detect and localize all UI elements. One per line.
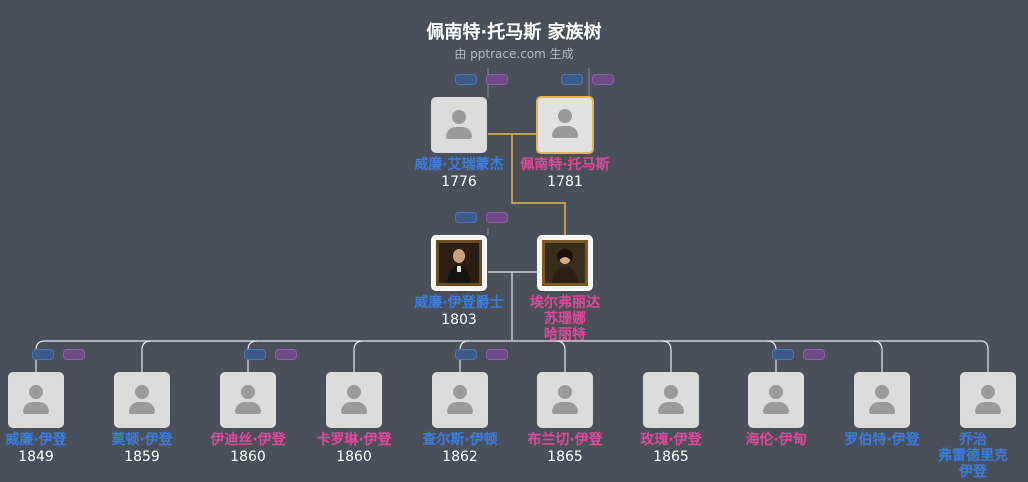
person-year: 1865 [547, 449, 583, 465]
person-name[interactable]: 威廉·艾瑞蒙杰 [414, 157, 504, 173]
person-year: 1803 [441, 312, 477, 328]
person-name[interactable]: 乔治 弗雷德里克 伊登 [938, 432, 1008, 480]
person-year: 1859 [124, 449, 160, 465]
person-card-photo[interactable] [537, 235, 593, 291]
person-card[interactable] [643, 372, 699, 428]
person-year: 1860 [336, 449, 372, 465]
person-name[interactable]: 玫瑰·伊登 [640, 432, 702, 448]
person-placeholder-icon [558, 385, 572, 399]
person-name[interactable]: 莫顿·伊登 [111, 432, 173, 448]
person-placeholder-icon [875, 385, 889, 399]
person-placeholder-icon [135, 385, 149, 399]
person-card[interactable] [114, 372, 170, 428]
male-tag-pill[interactable] [244, 349, 266, 360]
person-placeholder-icon [347, 385, 361, 399]
person-year: 1781 [547, 174, 583, 190]
person-year: 1860 [230, 449, 266, 465]
person-card[interactable] [326, 372, 382, 428]
person-placeholder-icon [452, 110, 466, 124]
person-name[interactable]: 伊迪丝·伊登 [210, 432, 286, 448]
male-tag-pill[interactable] [772, 349, 794, 360]
female-tag-pill[interactable] [486, 349, 508, 360]
person-year: 1862 [442, 449, 478, 465]
person-placeholder-icon [558, 109, 572, 123]
person-year: 1849 [18, 449, 54, 465]
female-tag-pill[interactable] [275, 349, 297, 360]
person-card[interactable] [431, 97, 487, 153]
person-placeholder-icon [241, 385, 255, 399]
portrait-man-image [436, 240, 482, 286]
person-card[interactable] [960, 372, 1016, 428]
female-tag-pill[interactable] [803, 349, 825, 360]
person-card[interactable] [748, 372, 804, 428]
male-tag-pill[interactable] [561, 74, 583, 85]
page-title: 佩南特·托马斯 家族树 [426, 22, 602, 43]
female-tag-pill[interactable] [63, 349, 85, 360]
person-name[interactable]: 佩南特·托马斯 [520, 157, 610, 173]
person-card[interactable] [8, 372, 64, 428]
page-subtitle: 由 pptrace.com 生成 [454, 47, 574, 61]
person-name[interactable]: 查尔斯·伊顿 [422, 432, 498, 448]
male-tag-pill[interactable] [455, 212, 477, 223]
male-tag-pill[interactable] [455, 74, 477, 85]
person-name[interactable]: 海伦·伊甸 [745, 432, 807, 448]
male-tag-pill[interactable] [455, 349, 477, 360]
person-name[interactable]: 卡罗琳·伊登 [316, 432, 392, 448]
person-name[interactable]: 威廉·伊登爵士 [414, 295, 504, 311]
person-card[interactable] [854, 372, 910, 428]
person-card-photo[interactable] [431, 235, 487, 291]
person-card[interactable] [432, 372, 488, 428]
person-name[interactable]: 威廉·伊登 [5, 432, 67, 448]
male-tag-pill[interactable] [32, 349, 54, 360]
person-placeholder-icon [769, 385, 783, 399]
person-name[interactable]: 埃尔弗丽达 苏珊娜 哈丽特 [530, 295, 600, 343]
person-name[interactable]: 罗伯特·伊登 [844, 432, 920, 448]
person-placeholder-icon [29, 385, 43, 399]
descent-connector [511, 134, 566, 235]
person-placeholder-icon [453, 385, 467, 399]
person-card[interactable] [537, 372, 593, 428]
female-tag-pill[interactable] [486, 212, 508, 223]
female-tag-pill[interactable] [486, 74, 508, 85]
person-card[interactable] [220, 372, 276, 428]
female-tag-pill[interactable] [592, 74, 614, 85]
person-name[interactable]: 布兰切·伊登 [527, 432, 603, 448]
person-year: 1776 [441, 174, 477, 190]
children-bus [35, 340, 989, 372]
person-year: 1865 [653, 449, 689, 465]
person-placeholder-icon [981, 385, 995, 399]
person-card-selected[interactable] [536, 96, 594, 154]
portrait-woman-image [542, 240, 588, 286]
person-placeholder-icon [664, 385, 678, 399]
